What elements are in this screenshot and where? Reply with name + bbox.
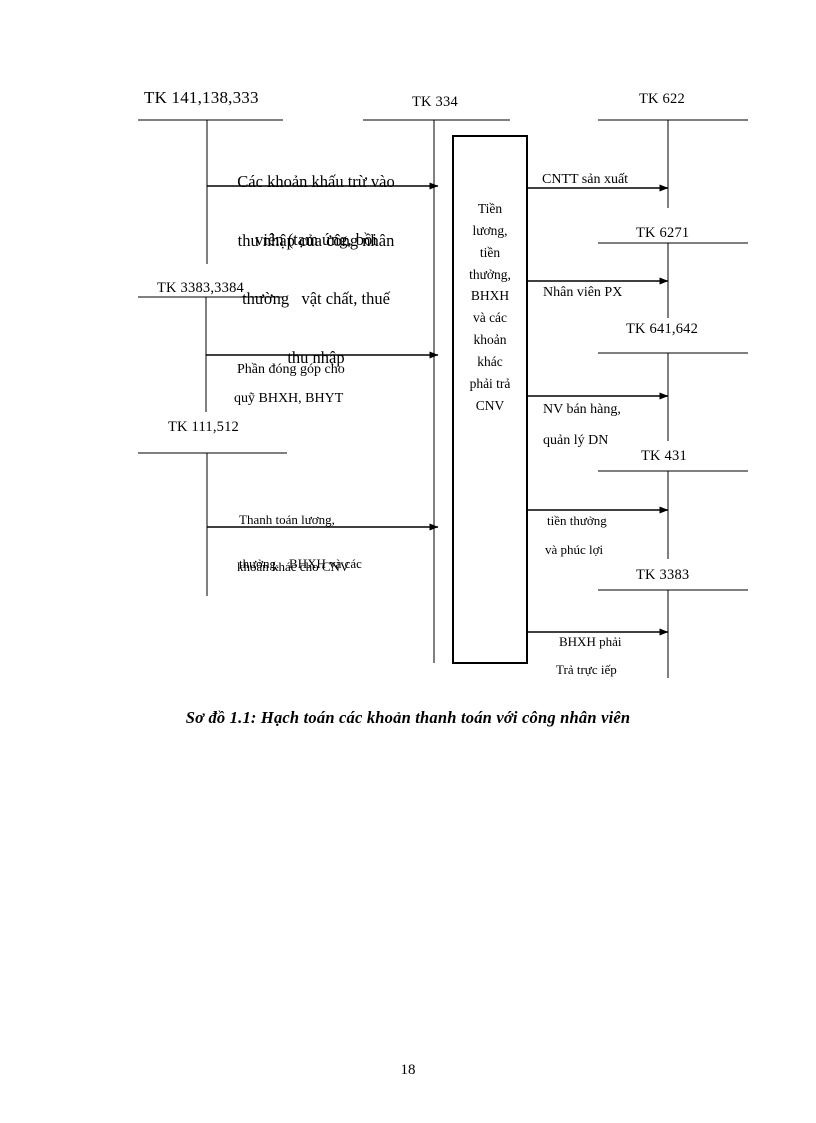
center-account-box-text: Tiền lương, tiền thưởng, BHXH và các kho… [455, 198, 525, 417]
flow-label-tk6271-above: Nhân viên PX [543, 254, 673, 332]
tk-6271-label: TK 6271 [636, 225, 690, 241]
tk-141-138-333-label: TK 141,138,333 [144, 88, 259, 107]
center-box-line: khác [477, 354, 503, 370]
flow-label-tk641-642-below: quản lý DN [543, 402, 673, 480]
tk-641-642-label: TK 641,642 [626, 321, 699, 337]
center-box-line: khoản [473, 332, 507, 348]
flow-label-tk141-below: viên (tạm ứng, bồi thường vật chất, thuế… [212, 190, 420, 408]
flow-line: Phần đóng góp cho [237, 362, 345, 378]
center-box-line: phải trả [469, 375, 511, 391]
flow-line: thưởng. BHXH và các [239, 555, 362, 571]
figure-caption: Sơ đồ 1.1: Hạch toán các khoản thanh toá… [185, 708, 631, 727]
flow-line: quản lý DN [543, 433, 609, 449]
center-box-line: lương, [472, 222, 508, 238]
flow-line: quỹ BHXH, BHYT [234, 391, 344, 407]
flow-line: CNTT sản xuất [542, 172, 629, 188]
flow-line: tiền thưởng [547, 513, 607, 529]
center-box-line: thưởng, [469, 266, 511, 282]
flow-label-tk641-642-above: NV bán hàng, [543, 371, 673, 449]
flow-label-tk3383-right-below: Trả trực iếp [556, 634, 686, 707]
flow-label-tk3383-right-above: BHXH phải [559, 606, 689, 679]
flow-label-tk3383-3384-above: Phần đóng góp cho [237, 331, 437, 409]
center-box-line: và các [472, 310, 508, 326]
flow-line: và phúc lợi [545, 542, 604, 558]
flow-line: viên (tạm ứng, bồi [255, 229, 377, 249]
tk-111-512-label: TK 111,512 [168, 419, 240, 435]
flow-line: thường vật chất, thuế [242, 288, 390, 308]
flow-line: thu nhập của công nhân [237, 230, 395, 250]
center-box-line: BHXH [470, 288, 510, 304]
flow-line: Nhân viên PX [543, 285, 623, 301]
center-box-line: tiền [479, 244, 501, 260]
tk-3383-3384-label: TK 3383,3384 [157, 280, 244, 296]
center-box-line: Tiền [477, 201, 503, 216]
accounting-flow-diagram [138, 119, 748, 678]
tk-431-label: TK 431 [641, 448, 687, 464]
flow-line: Các khoản khấu trừ vào [237, 171, 395, 191]
flow-label-tk3383-3384-below: quỹ BHXH, BHYT [234, 360, 434, 438]
tk-3383-right-label: TK 3383 [636, 567, 690, 583]
flow-label-tk431-below: và phúc lợi [545, 514, 675, 587]
flow-line: thu nhập [287, 348, 345, 368]
tk-622-label: TK 622 [639, 91, 685, 107]
flow-label-tk622-above: CNTT sản xuất [542, 141, 672, 219]
page-number: 18 [400, 1062, 416, 1078]
flow-label-tk111-512-above: Thanh toán lương, thưởng. BHXH và các [239, 484, 459, 600]
tk-334-label: TK 334 [412, 94, 458, 110]
flow-line: Trả trực iếp [556, 662, 617, 678]
flow-line: khoản khác cho CNV [237, 559, 350, 575]
flow-line: Thanh toán lương, [239, 512, 335, 528]
flow-label-tk111-512-below: khoản khác cho CNV [237, 531, 457, 604]
flow-line: BHXH phải [559, 634, 622, 650]
flow-line: NV bán hàng, [543, 402, 621, 418]
center-account-box [452, 135, 528, 664]
flow-label-tk141-above: Các khoản khấu trừ vào thu nhập của công… [212, 132, 420, 290]
center-box-line: CNV [475, 397, 505, 413]
flow-label-tk431-above: tiền thưởng [547, 485, 677, 558]
